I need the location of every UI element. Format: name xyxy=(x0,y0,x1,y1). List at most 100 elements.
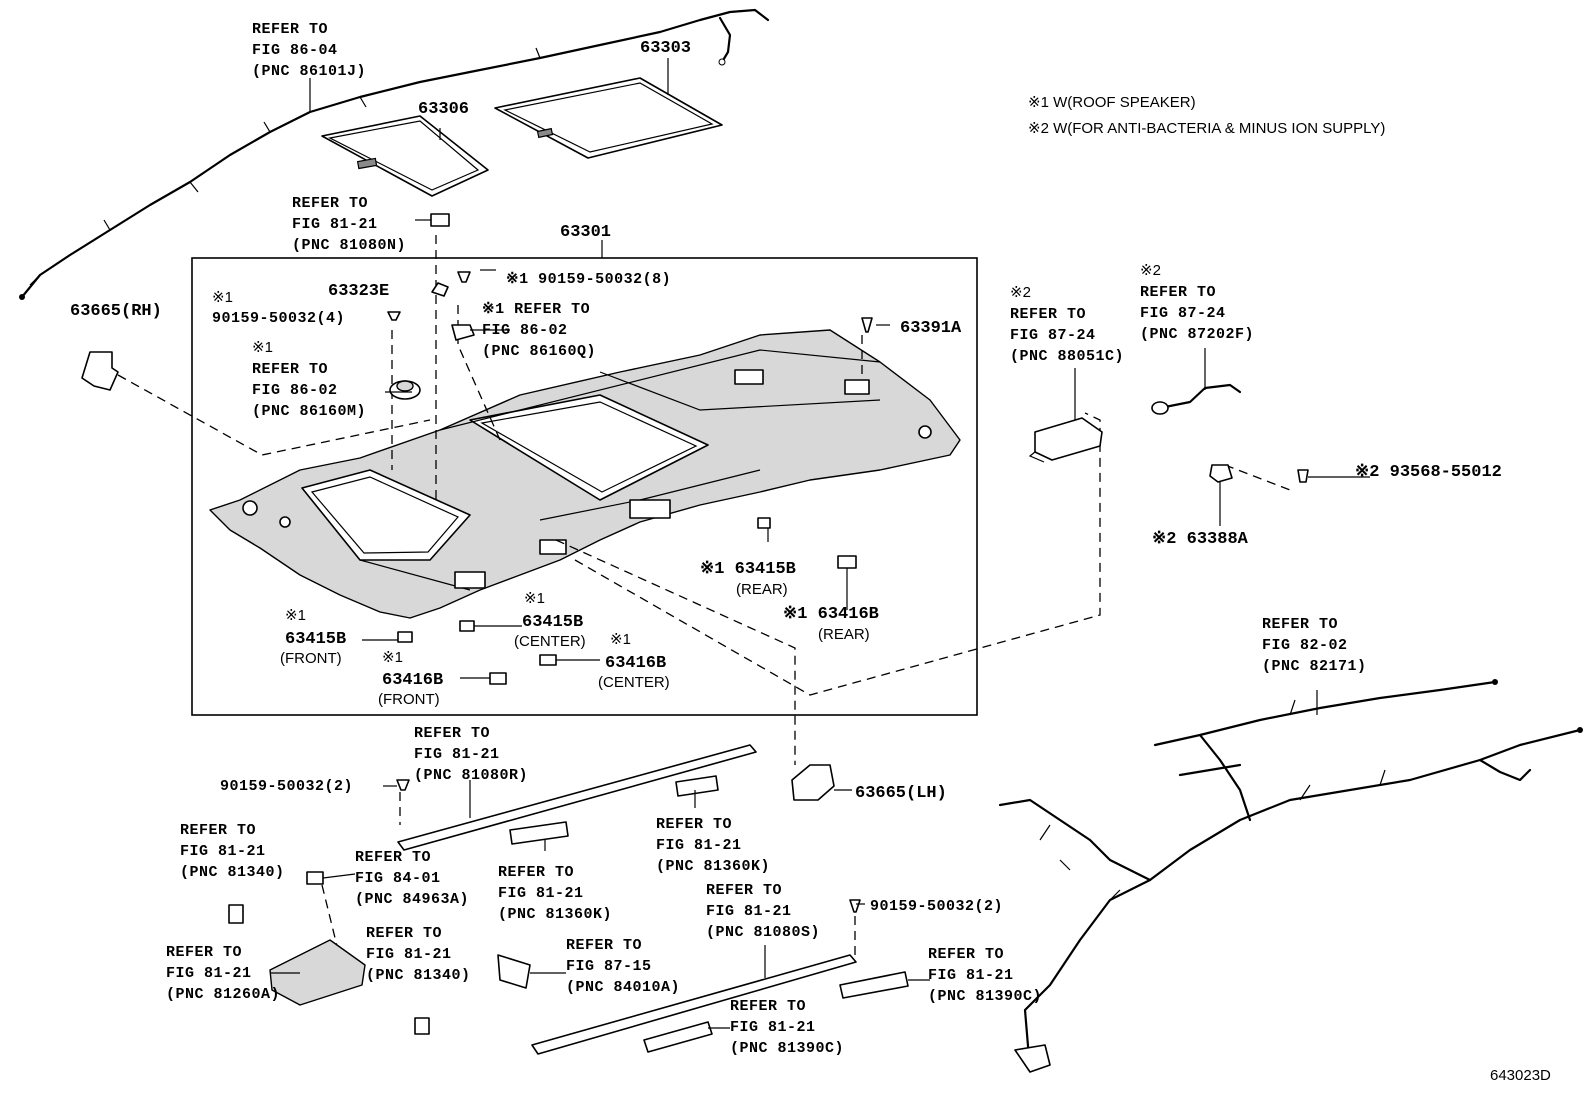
part-label-p63388a: ※2 63388A xyxy=(1152,530,1249,549)
ref-r87202f-line-0: ※2 xyxy=(1140,262,1161,279)
roof-harness-wire xyxy=(19,8,770,300)
assembly-frame xyxy=(191,257,978,716)
ref-r81390c-b-line-1: FIG 81-21 xyxy=(928,967,1014,984)
ref-r81080s-line-0: REFER TO xyxy=(706,882,782,899)
sunshade-rear xyxy=(494,77,723,159)
part-label-screw-rail2: 90159-50032(2) xyxy=(870,898,1003,915)
note-roof-speaker: ※1 W(ROOF SPEAKER) xyxy=(1028,94,1196,111)
part-label-p63415b-center-sub: (CENTER) xyxy=(514,633,586,650)
part-label-p63416b-front-mark: ※1 xyxy=(382,649,403,666)
part-label-p63416b-front: 63416B xyxy=(382,671,443,690)
part-label-p63415b-center-mark: ※1 xyxy=(524,590,545,607)
part-label-p63416b-center-sub: (CENTER) xyxy=(598,674,670,691)
ref-r84010a-line-1: FIG 87-15 xyxy=(566,958,652,975)
ref-r86101j-line-1: FIG 86-04 xyxy=(252,42,338,59)
ref-r86101j-line-0: REFER TO xyxy=(252,21,328,38)
ref-r86160m-line-3: (PNC 86160M) xyxy=(252,403,366,420)
ref-r81080r-line-2: (PNC 81080R) xyxy=(414,767,528,784)
part-label-p63306: 63306 xyxy=(418,100,469,119)
part-label-p63415b-front-mark: ※1 xyxy=(285,607,306,624)
ref-r81080n-line-0: REFER TO xyxy=(292,195,368,212)
ref-r81080r-line-1: FIG 81-21 xyxy=(414,746,500,763)
figure-id: 643023D xyxy=(1490,1067,1551,1084)
ref-r81390c-a-line-1: FIG 81-21 xyxy=(730,1019,816,1036)
ref-r81080s-line-2: (PNC 81080S) xyxy=(706,924,820,941)
ref-r86160m-line-0: ※1 xyxy=(252,339,273,356)
part-label-p63665lh: 63665(LH) xyxy=(855,784,947,803)
part-label-p63416b-rear-sub: (REAR) xyxy=(818,626,870,643)
ref-r84963a-line-1: FIG 84-01 xyxy=(355,870,441,887)
ref-r81360k-b-line-1: FIG 81-21 xyxy=(498,885,584,902)
part-label-screw-rail: 90159-50032(2) xyxy=(220,778,353,795)
ref-r84010a-line-0: REFER TO xyxy=(566,937,642,954)
ref-r88051c-line-0: ※2 xyxy=(1010,284,1031,301)
ref-r81360k-b-line-0: REFER TO xyxy=(498,864,574,881)
ref-r88051c-line-1: REFER TO xyxy=(1010,306,1086,323)
ref-r81340-b-line-1: FIG 81-21 xyxy=(366,946,452,963)
ref-r87202f-line-1: REFER TO xyxy=(1140,284,1216,301)
ref-r88051c-line-3: (PNC 88051C) xyxy=(1010,348,1124,365)
part-label-screw-left: 90159-50032(4) xyxy=(212,310,345,327)
ref-r82171-line-0: REFER TO xyxy=(1262,616,1338,633)
ref-r82171-line-2: (PNC 82171) xyxy=(1262,658,1367,675)
ref-r81360k-a-line-0: REFER TO xyxy=(656,816,732,833)
part-label-p63301: 63301 xyxy=(560,223,611,242)
ref-r86101j-line-2: (PNC 86101J) xyxy=(252,63,366,80)
ref-r82171-line-1: FIG 82-02 xyxy=(1262,637,1348,654)
part-label-p63665rh: 63665(RH) xyxy=(70,302,162,321)
ref-r81080n-line-2: (PNC 81080N) xyxy=(292,237,406,254)
leader-lines xyxy=(270,58,1370,1029)
ref-r87202f-line-3: (PNC 87202F) xyxy=(1140,326,1254,343)
ref-r86160q-line-0: ※1 REFER TO xyxy=(482,301,590,318)
ref-r84010a-line-2: (PNC 84010A) xyxy=(566,979,680,996)
part-label-p63323e: 63323E xyxy=(328,282,389,301)
ref-r81360k-a-line-1: FIG 81-21 xyxy=(656,837,742,854)
part-label-p63416b-center: 63416B xyxy=(605,654,666,673)
ref-r84963a-line-2: (PNC 84963A) xyxy=(355,891,469,908)
ref-r81340-b-line-2: (PNC 81340) xyxy=(366,967,471,984)
part-label-p93568: ※2 93568-55012 xyxy=(1355,463,1502,482)
ref-r86160m-line-1: REFER TO xyxy=(252,361,328,378)
labels: ※1 W(ROOF SPEAKER) ※2 W(FOR ANTI-BACTERIA… xyxy=(70,21,1551,1084)
ref-r81390c-a-line-0: REFER TO xyxy=(730,998,806,1015)
part-label-p63416b-front-sub: (FRONT) xyxy=(378,691,440,708)
part-label-p63416b-rear: ※1 63416B xyxy=(783,605,879,624)
ref-r86160q-line-2: (PNC 86160Q) xyxy=(482,343,596,360)
part-label-p63415b-rear: ※1 63415B xyxy=(700,560,796,579)
part-label-p63415b-front: 63415B xyxy=(285,630,346,649)
ref-r81260a-line-2: (PNC 81260A) xyxy=(166,986,280,1003)
part-label-p63415b-center: 63415B xyxy=(522,613,583,632)
part-label-p63391a: 63391A xyxy=(900,319,962,338)
ref-r81360k-a-line-2: (PNC 81360K) xyxy=(656,858,770,875)
lower-parts xyxy=(228,744,909,1055)
ref-r81360k-b-line-2: (PNC 81360K) xyxy=(498,906,612,923)
ref-r81260a-line-1: FIG 81-21 xyxy=(166,965,252,982)
ref-r81390c-a-line-2: (PNC 81390C) xyxy=(730,1040,844,1057)
sunshade-front xyxy=(321,115,489,197)
ref-r81390c-b-line-0: REFER TO xyxy=(928,946,1004,963)
ref-r87202f-line-2: FIG 87-24 xyxy=(1140,305,1226,322)
ref-r81080s-line-1: FIG 81-21 xyxy=(706,903,792,920)
roof-wire-harness xyxy=(998,679,1583,1073)
ref-r88051c-line-2: FIG 87-24 xyxy=(1010,327,1096,344)
ref-r81340-a-line-2: (PNC 81340) xyxy=(180,864,285,881)
dashed-leaders xyxy=(117,235,1291,960)
note-anti-bacteria: ※2 W(FOR ANTI-BACTERIA & MINUS ION SUPPL… xyxy=(1028,120,1385,137)
ref-r81340-a-line-0: REFER TO xyxy=(180,822,256,839)
ref-r81260a-line-0: REFER TO xyxy=(166,944,242,961)
ref-r84963a-line-0: REFER TO xyxy=(355,849,431,866)
part-label-screw-top: ※1 90159-50032(8) xyxy=(506,271,671,288)
ref-r86160m-line-2: FIG 86-02 xyxy=(252,382,338,399)
ref-r81080n-line-1: FIG 81-21 xyxy=(292,216,378,233)
ref-r81340-a-line-1: FIG 81-21 xyxy=(180,843,266,860)
part-label-p63416b-center-mark: ※1 xyxy=(610,631,631,648)
part-label-p63415b-front-sub: (FRONT) xyxy=(280,650,342,667)
ref-r81080r-line-0: REFER TO xyxy=(414,725,490,742)
headliner-body xyxy=(209,329,961,619)
part-label-p63303: 63303 xyxy=(640,39,691,58)
part-label-screw-left-mark: ※1 xyxy=(212,289,233,306)
part-label-p63415b-rear-sub: (REAR) xyxy=(736,581,788,598)
ref-r81390c-b-line-2: (PNC 81390C) xyxy=(928,988,1042,1005)
